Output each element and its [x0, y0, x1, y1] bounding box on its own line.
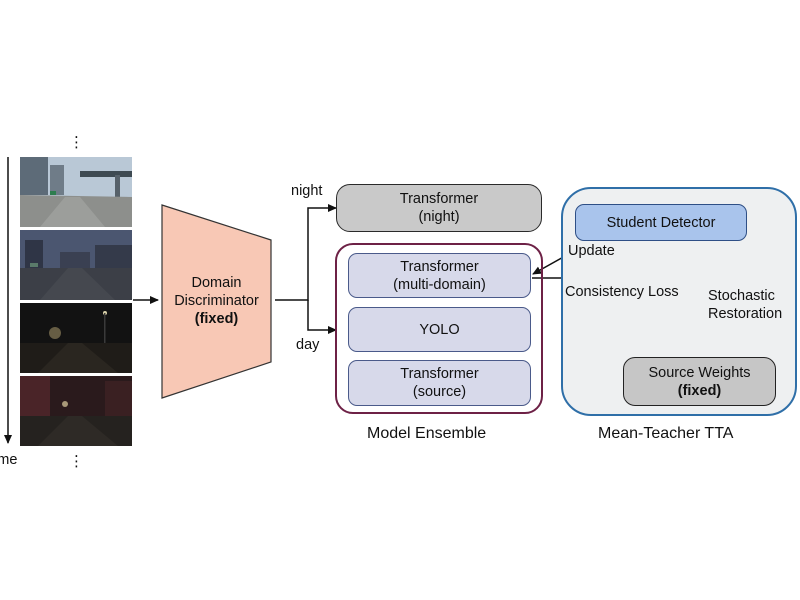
- domain-discriminator-shape: [161, 204, 272, 399]
- transformer-night-line-1: Transformer: [399, 191, 479, 207]
- student-detector-label: Student Detector: [606, 214, 716, 231]
- time-axis-label: time: [0, 452, 18, 468]
- ensemble-model-source: Transformer (source): [348, 360, 531, 406]
- consistency-loss-label: Consistency Loss: [565, 284, 679, 300]
- student-detector-box: Student Detector: [575, 204, 747, 241]
- frame-night-red: [20, 376, 132, 446]
- transformer-night-line-2: (night): [418, 209, 460, 225]
- domain-discriminator-label: Domain Discriminator (fixed): [162, 268, 271, 334]
- discriminator-line-3: (fixed): [194, 311, 239, 327]
- discriminator-output-line: [275, 204, 337, 301]
- discriminator-line-2: Discriminator: [174, 293, 259, 309]
- time-dots-top: ⋮: [69, 134, 84, 151]
- source-weights-line-2: (fixed): [677, 382, 722, 399]
- day-branch-line: [307, 300, 337, 334]
- mean-teacher-tta-caption: Mean-Teacher TTA: [598, 425, 734, 442]
- discriminator-line-1: Domain: [191, 275, 242, 291]
- night-branch-label: night: [291, 183, 323, 199]
- ensemble-model-multi-domain: Transformer (multi-domain): [348, 253, 531, 298]
- source-line-1: Transformer: [400, 366, 479, 382]
- transformer-night-box: Transformer (night): [336, 184, 542, 232]
- model-ensemble-caption: Model Ensemble: [367, 425, 487, 442]
- frame-dusk: [20, 230, 132, 300]
- yolo-line-1: YOLO: [419, 321, 460, 338]
- stochastic-restoration-label-2: Restoration: [708, 306, 783, 322]
- update-label: Update: [568, 243, 615, 259]
- multi-domain-line-1: Transformer: [400, 258, 479, 275]
- ensemble-model-yolo: YOLO: [348, 307, 531, 352]
- multi-domain-line-2: (multi-domain): [393, 276, 486, 293]
- time-dots-bottom: ⋮: [69, 453, 84, 470]
- stochastic-restoration-label-1: Stochastic: [708, 288, 775, 304]
- model-ensemble-container: [335, 243, 543, 414]
- source-weights-line-1: Source Weights: [648, 364, 751, 381]
- day-branch-label: day: [296, 337, 320, 353]
- source-line-2: (source): [412, 384, 467, 400]
- frame-night: [20, 303, 132, 373]
- frame-day: [20, 157, 132, 227]
- source-weights-box: Source Weights (fixed): [623, 357, 776, 406]
